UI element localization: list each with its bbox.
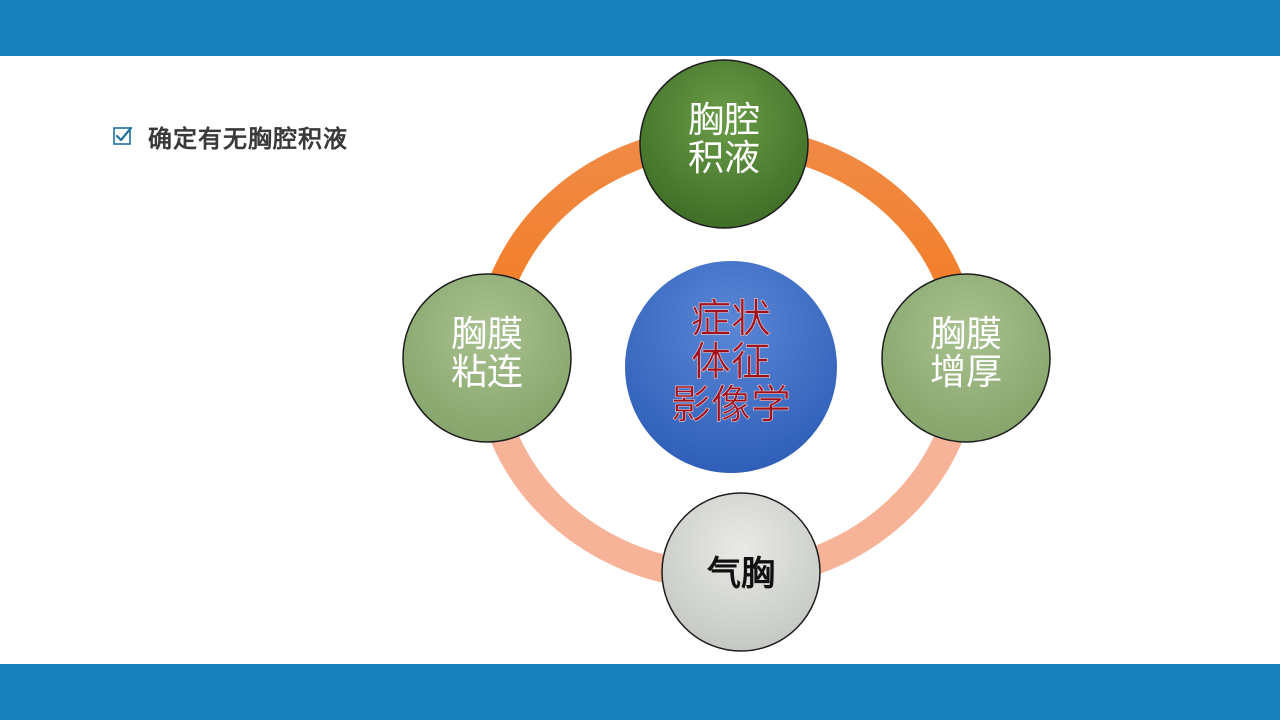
bottom-banner <box>0 664 1280 720</box>
center-line-2: 体征 <box>691 339 771 385</box>
bullet-item: 确定有无胸腔积液 <box>112 118 348 154</box>
center-line-3: 影像学 <box>671 382 791 428</box>
node-top <box>639 59 809 229</box>
node-left-line-1: 胸膜 <box>451 314 523 355</box>
node-right-line-2: 增厚 <box>930 352 1002 393</box>
node-top-line-1: 胸腔 <box>688 100 760 141</box>
node-top-line-2: 积液 <box>688 138 760 179</box>
center-circle <box>625 261 837 473</box>
node-left <box>402 273 572 443</box>
center-line-1: 症状 <box>691 296 771 342</box>
node-bottom <box>661 492 821 652</box>
node-right <box>881 273 1051 443</box>
node-right-line-1: 胸膜 <box>930 314 1002 355</box>
node-bottom-line-1: 气胸 <box>706 554 775 594</box>
top-banner <box>0 0 1280 56</box>
bullet-text: 确定有无胸腔积液 <box>148 124 348 153</box>
node-left-line-2: 粘连 <box>451 352 523 393</box>
checkbox-checked-icon <box>113 126 133 145</box>
